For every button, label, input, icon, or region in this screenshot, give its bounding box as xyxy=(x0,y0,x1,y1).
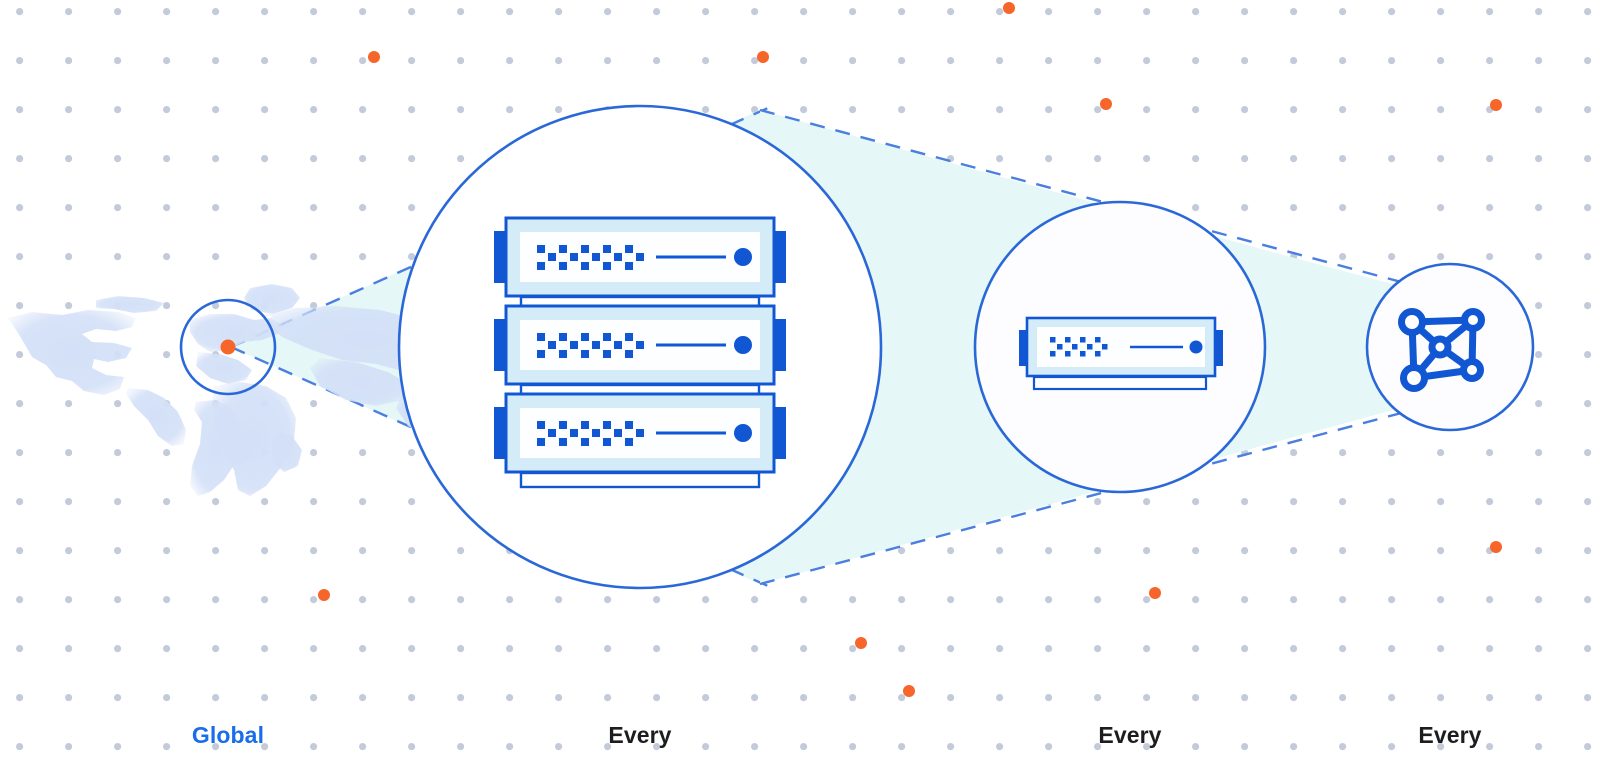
stage-label-service: Every service xyxy=(1350,668,1550,782)
server-unit xyxy=(494,304,786,386)
location-pin-dot xyxy=(220,339,236,355)
server-unit xyxy=(494,216,786,298)
stage-label-line: Every xyxy=(1418,722,1482,749)
accent-dots xyxy=(318,2,1502,697)
stage-label-global-network: Global network xyxy=(128,668,328,782)
stage-label-line: Every xyxy=(1098,722,1162,749)
stage-label-line: Every xyxy=(608,722,672,749)
stage-label-data-center: Every data center xyxy=(540,668,740,782)
server-unit-icon xyxy=(1019,316,1223,391)
stage-label-server: Every server xyxy=(1030,668,1230,782)
global-network-focus-circle xyxy=(179,298,277,396)
mesh-network-icon xyxy=(1398,308,1485,392)
stage-label-line: Global xyxy=(191,722,265,749)
server-unit xyxy=(494,392,786,474)
server-rack-icon xyxy=(494,216,786,489)
